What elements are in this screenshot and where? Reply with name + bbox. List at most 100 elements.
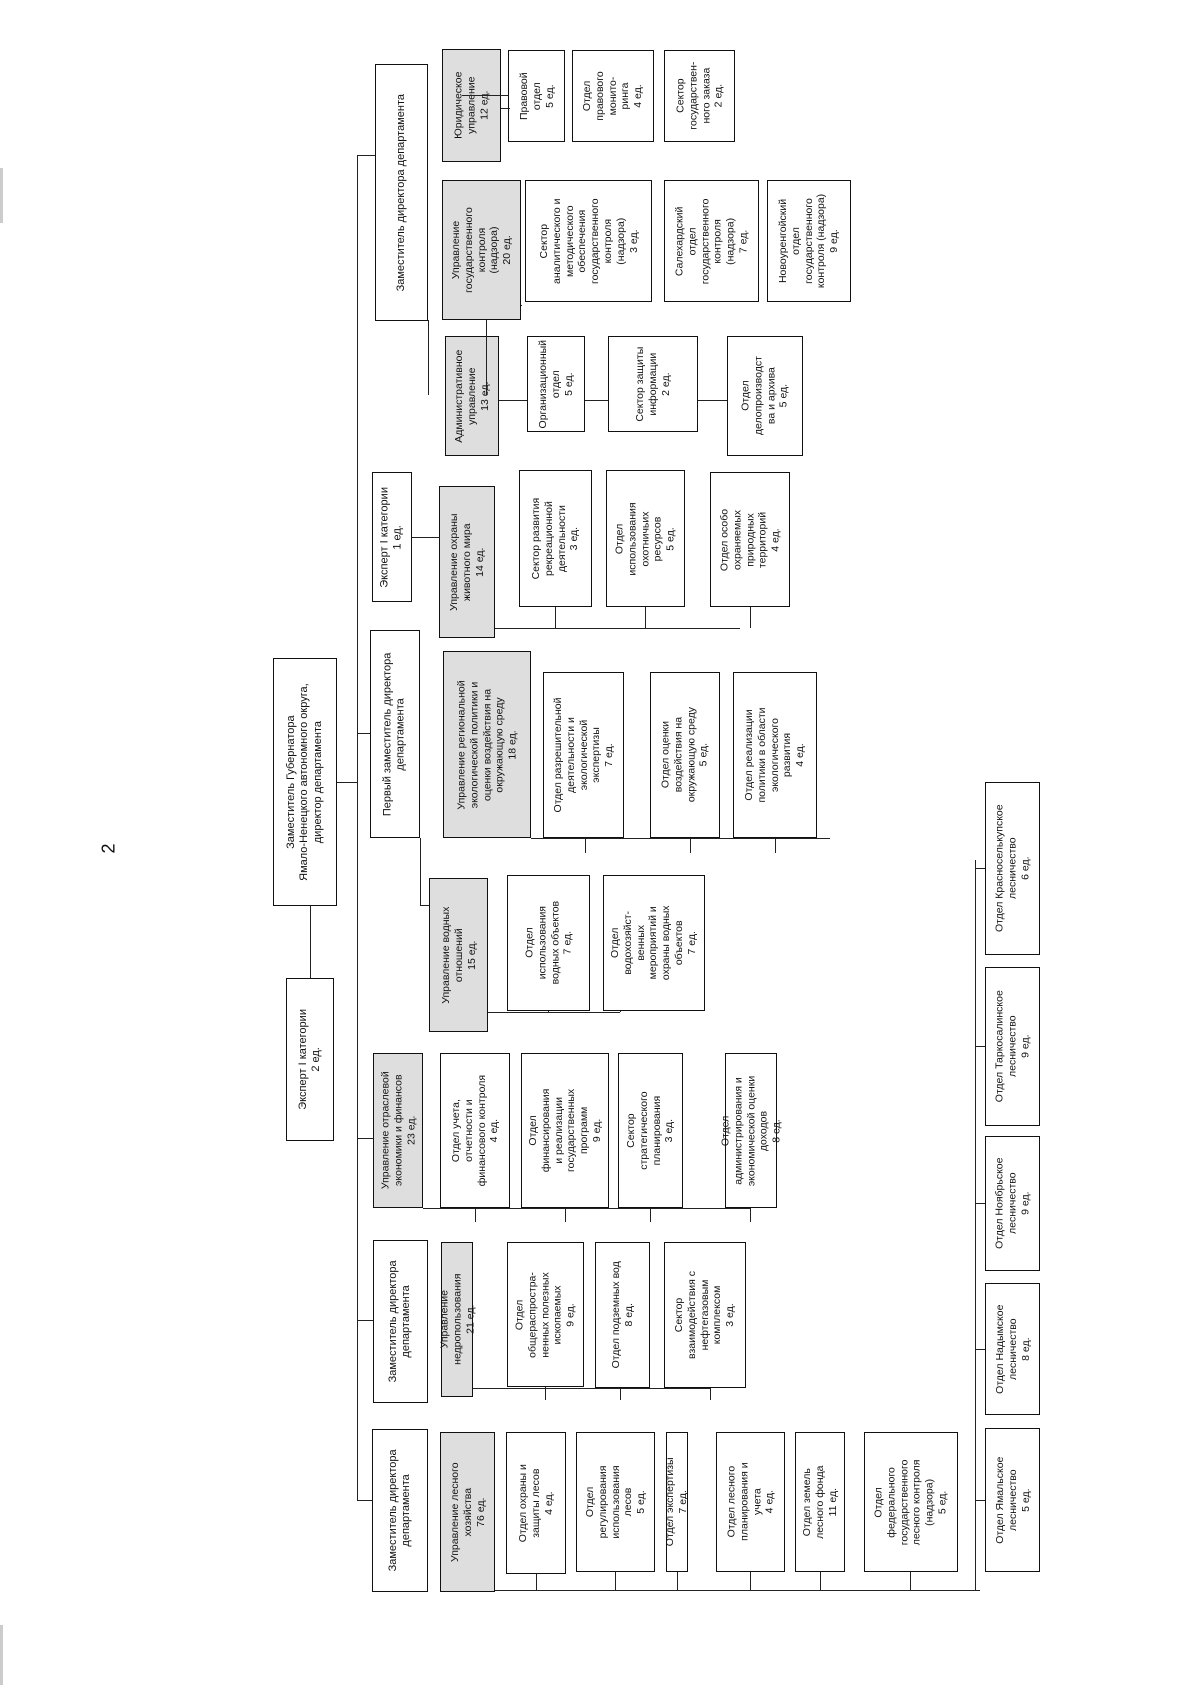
- box-label: Отдел Надымское лесничество 8 ед.: [993, 1304, 1031, 1394]
- box-expertise: Отдел экспертизы 7 ед.: [664, 1432, 689, 1572]
- box-label: Отдел финансирования и реализации госуда…: [526, 1088, 603, 1173]
- box-label: Заместитель директора департамента: [386, 1449, 412, 1572]
- connector-line: [565, 1208, 567, 1222]
- box-sector-analytic: Сектор аналитического и методического об…: [525, 180, 652, 302]
- box-salekhard: Салехардский отдел государственного конт…: [664, 180, 759, 302]
- box-nadym-forestry: Отдел Надымское лесничество 8 ед.: [985, 1283, 1040, 1415]
- box-water-economy: Отдел водохозяйст- венных мероприятий и …: [603, 875, 705, 1011]
- box-label: Управление водных отношений 15 ед.: [439, 906, 477, 1004]
- box-dep-nedra: Заместитель директора департамента: [373, 1240, 428, 1403]
- box-label: Управление лесного хозяйства 76 ед.: [448, 1462, 486, 1562]
- connector-line: [975, 1046, 985, 1048]
- box-label: Юридическое управление 12 ед.: [452, 71, 490, 140]
- box-label: Эксперт I категории 2 ед.: [296, 1009, 322, 1110]
- scan-edge-mark-top: [0, 168, 3, 223]
- box-label: Отдел общераспростра- ненных полезных ис…: [513, 1271, 577, 1358]
- connector-line: [486, 320, 488, 395]
- box-label: Новоуренгойский отдел государственного к…: [777, 193, 841, 289]
- connector-line: [499, 400, 527, 402]
- box-label: Отдел учета, отчетности и финансового ко…: [449, 1074, 500, 1187]
- connector-line: [420, 838, 422, 905]
- connector-line: [650, 1208, 652, 1222]
- box-label: Сектор защиты информации 2 ед.: [633, 346, 672, 422]
- connector-line: [585, 838, 587, 853]
- box-label: Отдел Ямальское лесничество 5 ед.: [993, 1456, 1031, 1544]
- box-label: Организационный отдел 5 ед.: [536, 339, 575, 429]
- box-uprav-economy: Управление отраслевой экономики и финанс…: [373, 1053, 423, 1208]
- box-uprav-forest: Управление лесного хозяйства 76 ед.: [440, 1432, 495, 1592]
- box-label: Отдел особо охраняемых природных террито…: [718, 508, 782, 571]
- connector-line: [462, 95, 508, 97]
- connector-line: [420, 905, 429, 907]
- connector-line: [910, 1572, 912, 1590]
- connector-line: [975, 1203, 985, 1205]
- connector-line: [357, 1320, 373, 1322]
- connector-line: [975, 1500, 985, 1502]
- box-forest-regulation: Отдел регулирования использования лесов …: [576, 1432, 655, 1572]
- connector-line: [975, 860, 977, 1590]
- box-label: Отдел администрирования и экономической …: [719, 1075, 783, 1186]
- connector-line: [750, 1208, 752, 1222]
- box-minerals: Отдел общераспростра- ненных полезных ис…: [507, 1242, 584, 1387]
- box-director: Заместитель Губернатора Ямало-Ненецкого …: [273, 658, 337, 906]
- connector-line: [775, 838, 777, 853]
- box-admin-income: Отдел администрирования и экономической …: [719, 1053, 782, 1208]
- box-label: Заместитель Губернатора Ямало-Ненецкого …: [284, 683, 324, 881]
- box-label: Отдел оценки воздействия на окружающую с…: [659, 707, 710, 803]
- connector-line: [357, 155, 375, 157]
- connector-line: [698, 400, 727, 402]
- box-permits: Отдел разрешительной деятельности и экол…: [543, 672, 624, 838]
- box-label: Отдел использования охотничьих ресурсов …: [613, 501, 677, 576]
- box-label: Отдел Ноябрьское лесничество 9 ед.: [993, 1157, 1031, 1250]
- box-label: Сектор аналитического и методического об…: [537, 198, 639, 284]
- box-label: Отдел охраны и защиты лесов 4 ед.: [516, 1463, 555, 1543]
- box-forest-planning: Отдел лесного планирования и учета 4 ед.: [716, 1432, 785, 1572]
- connector-line: [337, 782, 357, 784]
- connector-line: [620, 1388, 622, 1400]
- box-label: Отдел подземных вод 8 ед.: [609, 1261, 635, 1369]
- connector-line: [975, 1349, 985, 1351]
- box-label: Отдел использования водных объектов 7 ед…: [522, 901, 574, 985]
- box-uprav-nedra: Управление недропользования 21 ед.: [437, 1242, 476, 1397]
- box-gos-programs: Отдел финансирования и реализации госуда…: [521, 1053, 609, 1208]
- connector-line: [620, 1011, 622, 1013]
- box-label: Отдел экспертизы 7 ед.: [664, 1457, 689, 1547]
- box-label: Салехардский отдел государственного конт…: [673, 198, 750, 284]
- connector-line: [495, 1590, 980, 1592]
- box-label: Сектор развития рекреационной деятельнос…: [529, 497, 581, 580]
- connector-line: [975, 868, 985, 870]
- connector-line: [423, 1208, 750, 1210]
- connector-line: [750, 1572, 752, 1590]
- box-yamal-forestry: Отдел Ямальское лесничество 5 ед.: [985, 1428, 1040, 1572]
- box-hunting: Отдел использования охотничьих ресурсов …: [606, 470, 685, 607]
- scan-edge-mark-bottom: [0, 1625, 3, 1685]
- box-uprav-legal: Юридическое управление 12 ед.: [442, 49, 501, 162]
- box-dep-legal-group: Заместитель директора департамента: [375, 64, 428, 321]
- box-legal-monitoring: Отдел правового монито- ринга 4 ед.: [572, 50, 654, 142]
- connector-line: [521, 305, 523, 307]
- box-label: Управление недропользования 21 ед.: [437, 1273, 476, 1366]
- box-archive: Отдел делопроизводст ва и архива 5 ед.: [727, 336, 803, 456]
- connector-line: [531, 838, 830, 840]
- connector-line: [545, 1387, 547, 1400]
- box-label: Первый заместитель директора департамент…: [381, 652, 407, 816]
- box-sector-info: Сектор защиты информации 2 ед.: [608, 336, 698, 432]
- box-noyabrsk-forestry: Отдел Ноябрьское лесничество 9 ед.: [985, 1136, 1040, 1271]
- box-label: Заместитель директора департамента: [387, 1260, 413, 1383]
- box-uprav-ecopolicy: Управление региональной экологической по…: [443, 651, 531, 838]
- box-label: Управление отраслевой экономики и финанс…: [378, 1071, 417, 1190]
- connector-line: [585, 400, 608, 402]
- box-uprav-wildlife: Управление охраны животного мира 14 ед.: [439, 486, 495, 638]
- box-label: Отдел регулирования использования лесов …: [583, 1465, 647, 1539]
- connector-line: [473, 1388, 710, 1390]
- box-krasnoselkup-forestry: Отдел Красноселькупское лесничество 6 ед…: [985, 782, 1040, 955]
- box-fin-control: Отдел учета, отчетности и финансового ко…: [440, 1053, 510, 1208]
- box-label: Отдел делопроизводст ва и архива 5 ед.: [739, 356, 790, 436]
- box-org-dept: Организационный отдел 5 ед.: [527, 336, 585, 432]
- box-label: Эксперт I категории 1 ед.: [378, 486, 404, 588]
- box-label: Управление охраны животного мира 14 ед.: [447, 513, 486, 611]
- box-label: Отдел разрешительной деятельности и экол…: [551, 697, 615, 813]
- box-label: Отдел Таркосалинское лесничество 9 ед.: [993, 990, 1031, 1103]
- connector-line: [501, 108, 510, 110]
